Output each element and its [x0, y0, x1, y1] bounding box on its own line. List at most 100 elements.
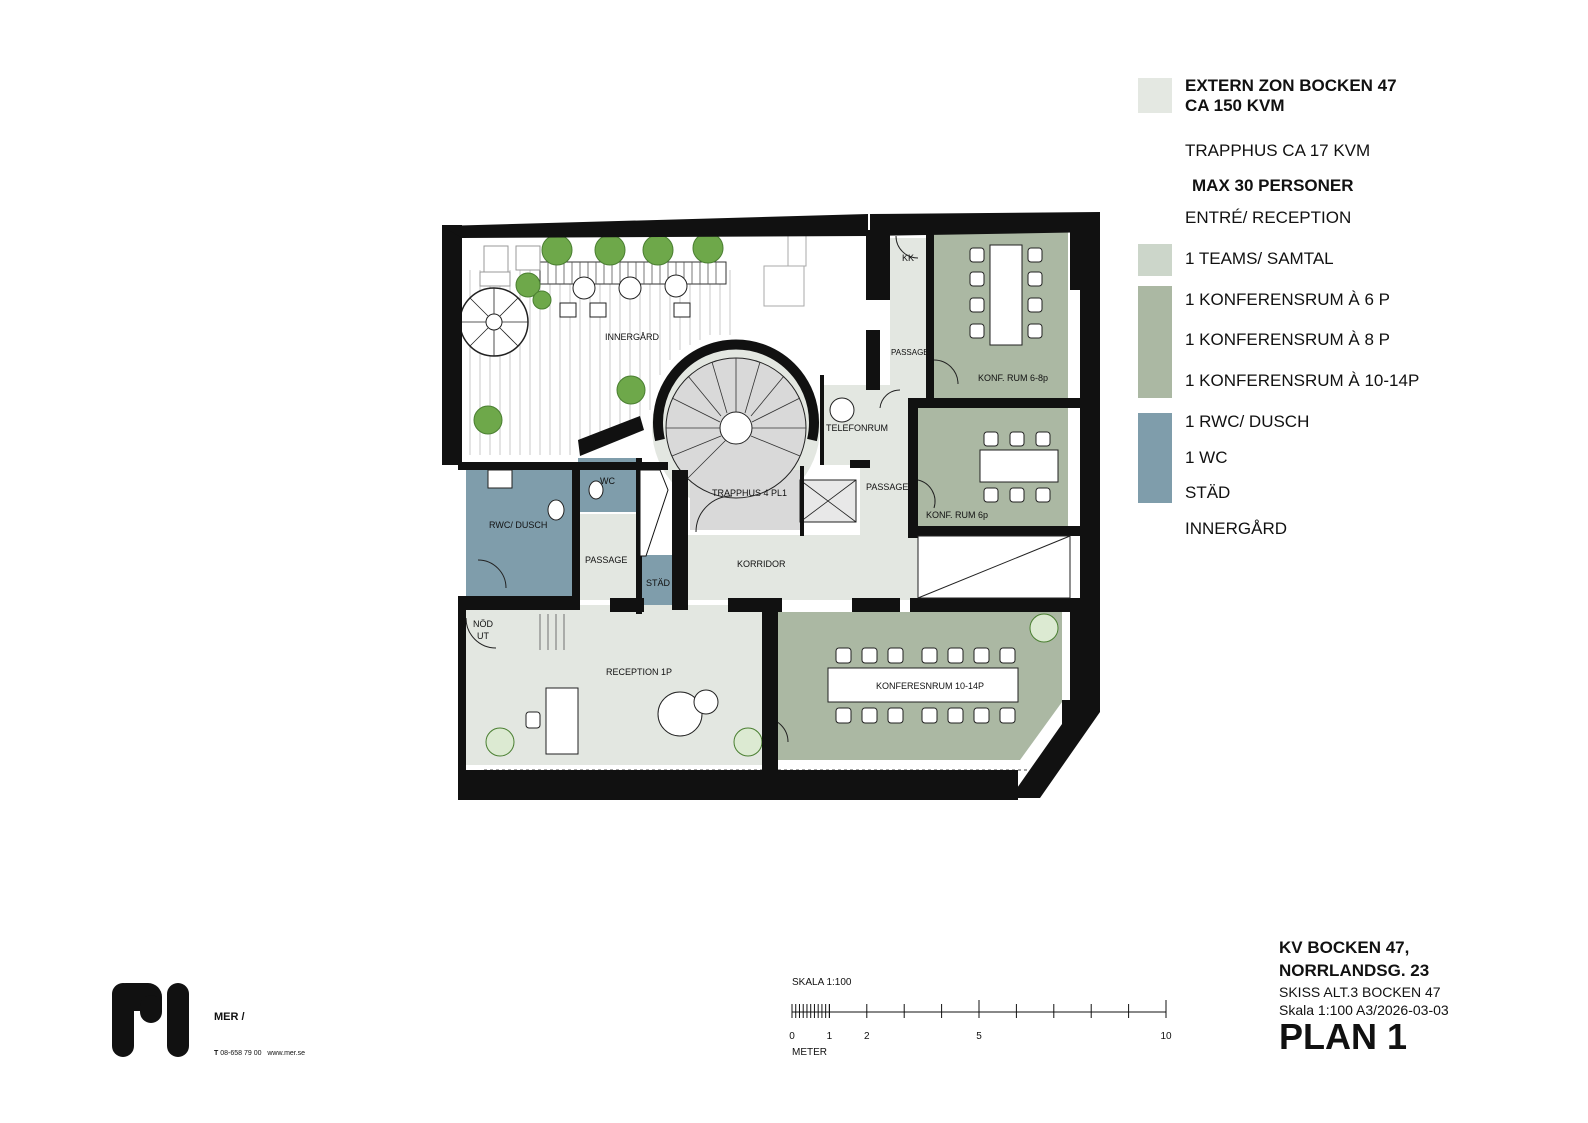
room-label-trapphus: TRAPPHUS 4 PL1 — [712, 488, 788, 498]
company-contact: T 08-658 79 00 www.mer.se — [214, 1050, 305, 1057]
plant-icon — [642, 234, 674, 266]
legend-konf10: 1 KONFERENSRUM À 10-14P — [1185, 371, 1420, 390]
wall-inner — [762, 610, 778, 770]
stair-treads — [666, 358, 806, 479]
room-label-konferensrum: KONFERESNRUM 10-14P — [876, 681, 985, 691]
wall-west-bottom — [458, 600, 466, 800]
room-label-reception: RECEPTION 1P — [606, 667, 673, 677]
legend-trapphus: TRAPPHUS CA 17 KVM — [1185, 141, 1371, 160]
stair-eye — [719, 411, 753, 445]
legend-stad: STÄD — [1185, 483, 1231, 502]
walls — [442, 212, 1100, 800]
stad-floor — [642, 555, 672, 613]
wall-inner — [458, 596, 578, 610]
sink — [487, 469, 513, 489]
box — [763, 265, 805, 307]
toilet — [547, 499, 565, 521]
open-band-diagonal — [917, 535, 1071, 599]
logo-bar-mid — [140, 995, 162, 1023]
nod-stairs — [539, 614, 565, 650]
wall-inner — [910, 526, 1080, 536]
swatch-rwc — [1138, 413, 1172, 503]
wall-inner — [572, 470, 580, 610]
nod-ut-floor — [462, 612, 572, 652]
plant-icon — [594, 234, 626, 266]
company-web[interactable]: www.mer.se — [267, 1050, 306, 1057]
wall-inner — [926, 232, 934, 402]
stair-core — [485, 313, 503, 331]
stool — [693, 689, 719, 715]
scale-tick-label: 2 — [864, 1031, 870, 1042]
plant-icon — [541, 234, 573, 266]
stair-ring — [653, 339, 819, 442]
company-name: MER / — [214, 1011, 245, 1023]
wall-inner — [908, 398, 1080, 408]
plant-icon — [532, 290, 552, 310]
courtyard-box — [483, 245, 509, 273]
wall-inner — [800, 466, 804, 536]
room-label-rwc: RWC/ DUSCH — [489, 520, 548, 530]
wall-inner — [866, 330, 880, 390]
plants — [473, 232, 724, 435]
legend-innergard: INNERGÅRD — [1185, 519, 1288, 538]
plant-icon — [692, 232, 724, 264]
legend-konf8: 1 KONFERENSRUM À 8 P — [1185, 330, 1390, 349]
wall-west-top — [442, 225, 462, 465]
wall-inner — [610, 598, 644, 612]
courtyard-box — [479, 271, 511, 287]
room-label-passage-left: PASSAGE — [585, 555, 628, 565]
toilet — [588, 480, 604, 500]
scale-tick-label: 5 — [976, 1031, 982, 1042]
wall-inner — [672, 470, 688, 610]
wall-inner — [910, 598, 1080, 612]
wall-diagonal — [578, 416, 644, 456]
legend-teams: 1 TEAMS/ SAMTAL — [1185, 249, 1334, 268]
chair — [525, 711, 541, 729]
plan-title: PLAN 1 — [1279, 1016, 1408, 1057]
chairs-10-14p — [835, 647, 1016, 724]
passage-left-floor — [578, 514, 638, 600]
wall-inner — [850, 460, 870, 468]
wall-inner — [866, 230, 890, 300]
swatch-konferens — [1138, 286, 1172, 398]
scale-label: SKALA 1:100 — [792, 977, 852, 988]
logo-bar-right — [167, 983, 189, 1057]
room-label-konf-6p: KONF. RUM 6p — [926, 510, 989, 520]
legend-konf6: 1 KONFERENSRUM À 6 P — [1185, 290, 1390, 309]
conf-table-6-8p — [989, 244, 1023, 346]
courtyard-furniture — [559, 274, 691, 318]
wall-inner — [908, 398, 918, 538]
pier — [484, 776, 520, 800]
scale-bar — [791, 1000, 1167, 1018]
swatch-extern-zon — [1138, 78, 1172, 113]
company-phone: 08-658 79 00 — [220, 1050, 262, 1057]
courtyard-box — [515, 245, 541, 271]
room-label-kk: KK — [902, 253, 915, 263]
conf-table-6p — [979, 449, 1059, 483]
phone-prefix: T — [214, 1050, 219, 1057]
legend-entre: ENTRÉ/ RECEPTION — [1185, 208, 1352, 227]
room-label-passage-top: PASSAGE — [891, 348, 929, 357]
conf-table-10-14p — [827, 667, 1019, 703]
title-line4: Skala 1:100 A3/2026-03-03 — [1279, 1002, 1449, 1018]
pier — [574, 776, 618, 800]
wall-wedge — [639, 469, 669, 557]
legend-extern-zon: EXTERN ZON BOCKEN 47 — [1185, 76, 1397, 95]
plant-icon — [616, 375, 646, 405]
legend-max-personer: MAX 30 PERSONER — [1192, 176, 1354, 195]
room-label-nod: NÖD — [473, 619, 493, 629]
plant-icon — [473, 405, 503, 435]
pier — [908, 776, 952, 800]
chair — [829, 397, 855, 423]
room-label-wc: WC — [600, 476, 615, 486]
wall-inner — [852, 598, 900, 612]
plant-icon — [515, 272, 541, 298]
room-label-passage-mid: PASSAGE — [866, 482, 909, 492]
pier — [740, 776, 782, 800]
title-line3: SKISS ALT.3 BOCKEN 47 — [1279, 984, 1441, 1000]
pier — [658, 776, 698, 800]
wall-corner — [1010, 700, 1100, 798]
stair-steps — [460, 288, 528, 356]
wall-east — [1070, 230, 1100, 290]
